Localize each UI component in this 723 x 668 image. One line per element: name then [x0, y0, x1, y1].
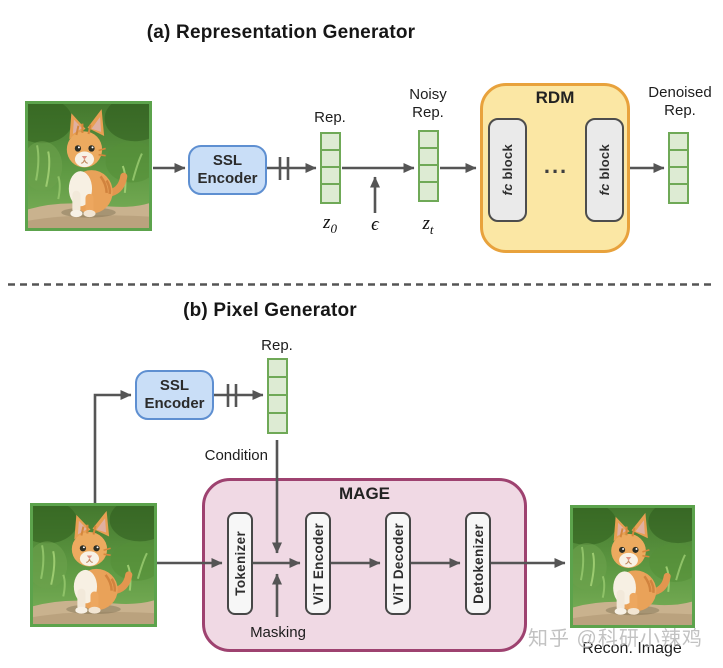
ssl-encoder-label-line2: Encoder	[197, 170, 258, 187]
vector-cell	[670, 151, 687, 168]
ssl-encoder-label-line1: SSL	[159, 377, 190, 394]
denoised-rep-label: Denoised Rep.	[640, 84, 720, 120]
detokenizer-block: Detokenizer	[465, 512, 491, 615]
vit-decoder-label: ViT Decoder	[390, 522, 406, 605]
noisy-rep-vector-zt	[418, 130, 439, 202]
rep-vector-b	[267, 358, 288, 434]
section-a-title: (a) Representation Generator	[146, 22, 416, 43]
freeze-marks-icon	[226, 384, 238, 407]
ssl-encoder-label-line1: SSL	[212, 152, 243, 169]
ellipsis: ...	[543, 153, 569, 178]
tokenizer-label: Tokenizer	[232, 531, 248, 596]
rdm-title: RDM	[535, 88, 575, 107]
z0-subscript: 0	[330, 220, 337, 236]
fc-block-2-label: fc block	[597, 144, 612, 196]
zt-base: z	[422, 213, 430, 234]
watermark: 知乎 @科研小辣鸡	[528, 628, 703, 650]
fc-italic: fc	[500, 183, 515, 196]
vector-cell	[670, 185, 687, 202]
vector-cell	[269, 360, 286, 378]
arrow-cat-to-ssl-b	[93, 390, 132, 503]
freeze-marks-icon	[278, 157, 290, 180]
fc-block-1-label: fc block	[500, 144, 515, 196]
rep-label-b: Rep.	[261, 337, 293, 354]
vit-encoder-block: ViT Encoder	[305, 512, 331, 615]
vector-cell	[269, 396, 286, 414]
denoised-line2: Rep.	[664, 102, 696, 119]
vector-cell	[670, 134, 687, 151]
vector-cell	[269, 414, 286, 432]
fc-rest: block	[500, 144, 515, 184]
input-image-a	[25, 101, 152, 231]
vector-cell	[420, 183, 437, 200]
vector-cell	[269, 378, 286, 396]
fc-block-1: fc block	[488, 118, 527, 222]
epsilon-label: ϵ	[371, 214, 379, 235]
zt-label: zt	[403, 213, 453, 238]
ssl-encoder-label-line2: Encoder	[144, 395, 205, 412]
zt-subscript: t	[429, 221, 434, 237]
tokenizer-block: Tokenizer	[227, 512, 253, 615]
noisy-rep-label: Noisy Rep.	[398, 86, 458, 122]
section-b-title: (b) Pixel Generator	[183, 300, 357, 321]
denoised-line1: Denoised	[648, 84, 712, 101]
mage-title: MAGE	[339, 484, 390, 503]
noisy-line2: Rep.	[412, 104, 444, 121]
fc-rest: block	[597, 144, 612, 184]
kitten-photo	[573, 508, 692, 625]
kitten-photo	[33, 506, 154, 624]
vector-cell	[420, 132, 437, 149]
input-image-b	[30, 503, 157, 627]
vit-decoder-block: ViT Decoder	[385, 512, 411, 615]
ssl-encoder-box-b: SSL Encoder	[135, 370, 214, 420]
vector-cell	[420, 166, 437, 183]
recon-image	[570, 505, 695, 628]
fc-block-2: fc block	[585, 118, 624, 222]
recon-image-label: Recon. Image	[582, 640, 682, 657]
vector-cell	[322, 134, 339, 151]
vector-cell	[670, 168, 687, 185]
detokenizer-label: Detokenizer	[470, 523, 486, 604]
vit-encoder-label: ViT Encoder	[310, 522, 326, 605]
ssl-encoder-box-a: SSL Encoder	[188, 145, 267, 195]
noisy-line1: Noisy	[409, 86, 447, 103]
rep-vector-z0	[320, 132, 341, 204]
masking-label: Masking	[250, 624, 306, 641]
kitten-photo	[28, 104, 149, 228]
z0-base: z	[323, 212, 331, 233]
condition-label: Condition	[204, 447, 268, 464]
z0-label: z0	[305, 212, 355, 237]
rep-label-a: Rep.	[314, 109, 346, 126]
fc-italic: fc	[597, 183, 612, 196]
denoised-rep-vector	[668, 132, 689, 204]
vector-cell	[322, 151, 339, 168]
vector-cell	[322, 168, 339, 185]
vector-cell	[420, 149, 437, 166]
vector-cell	[322, 185, 339, 202]
